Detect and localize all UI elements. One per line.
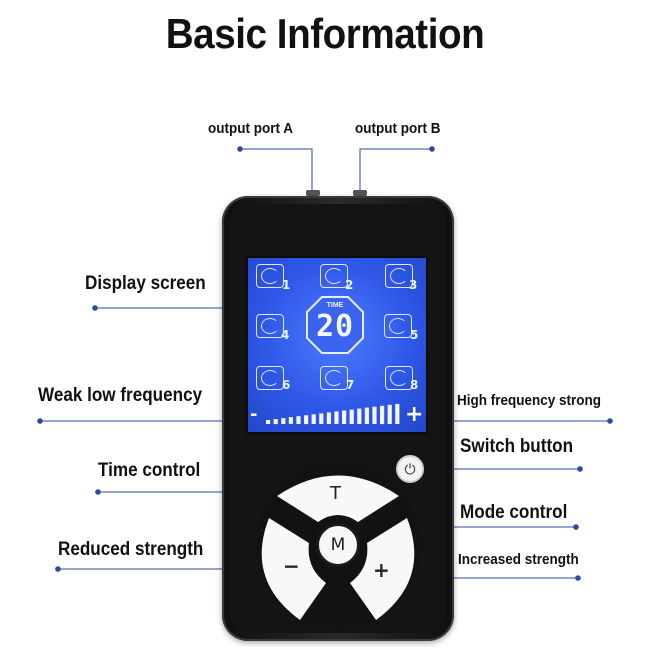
intensity-bar [342, 410, 347, 424]
mode-button-label: M [330, 535, 346, 555]
callout-dot [577, 466, 583, 472]
mode-1-icon [256, 264, 284, 288]
mode-2-icon [320, 264, 348, 288]
decrease-button-label: − [283, 554, 300, 578]
mode-number: 2 [345, 278, 354, 292]
mode-number: 8 [410, 378, 419, 392]
intensity-bar [311, 414, 316, 424]
intensity-bar [266, 420, 271, 424]
mode-5-icon [384, 314, 412, 338]
power-icon: ⏻ [404, 460, 416, 477]
time-value: 20 [315, 309, 355, 344]
increase-button[interactable] [350, 518, 415, 620]
intensity-minus-sign: - [250, 404, 258, 425]
intensity-bar [395, 403, 400, 424]
mode-number: 4 [281, 328, 290, 342]
timer-display: TIME 20 [306, 296, 364, 354]
output-port-a [306, 190, 320, 196]
mode-number: 5 [410, 328, 419, 342]
intensity-bar [288, 417, 293, 424]
mode-number: 7 [346, 378, 355, 392]
mode-4-icon [256, 314, 284, 338]
mode-number: 3 [409, 278, 418, 292]
intensity-bar [319, 413, 324, 424]
intensity-bar [387, 404, 392, 424]
mode-3-icon [385, 264, 413, 288]
time-button[interactable] [277, 475, 399, 523]
intensity-bar [372, 406, 377, 424]
intensity-bar [296, 416, 301, 424]
label-display-screen: Display screen [85, 273, 206, 294]
callout-dot [573, 524, 579, 530]
callout-dot [92, 305, 98, 311]
mode-number: 6 [282, 378, 291, 392]
decrease-button[interactable] [261, 518, 326, 620]
mode-6-icon [256, 366, 284, 390]
callout-dot [37, 418, 43, 424]
callout-dot [55, 566, 61, 572]
mode-8-icon [385, 366, 413, 390]
intensity-bar [364, 407, 369, 424]
label-increased-strength: Increased strength [458, 551, 579, 568]
intensity-bar [281, 418, 286, 424]
intensity-bar [273, 419, 278, 425]
callout-dot [95, 489, 101, 495]
label-reduced-strength: Reduced strength [58, 539, 204, 560]
callout-dot [237, 146, 243, 152]
intensity-bar [326, 412, 331, 424]
label-high-frequency-strong: High frequency strong [457, 392, 602, 409]
intensity-bar [334, 411, 339, 424]
intensity-bar [304, 415, 309, 425]
callout-dot [575, 575, 581, 581]
label-weak-low-frequency: Weak low frequency [38, 385, 203, 406]
time-label: TIME [326, 302, 344, 309]
increase-button-label: + [373, 558, 390, 582]
mode-button[interactable]: M [316, 523, 360, 567]
intensity-bar [349, 409, 354, 424]
callout-dot [429, 146, 435, 152]
mode-7-icon [320, 366, 348, 390]
callout-dot [607, 418, 613, 424]
label-time-control: Time control [98, 460, 201, 481]
intensity-plus-sign: + [405, 402, 424, 427]
label-output-port-b: output port B [355, 120, 441, 137]
label-mode-control: Mode control [460, 502, 568, 523]
intensity-bar [357, 408, 362, 424]
label-output-port-a: output port A [208, 120, 293, 137]
mode-number: 1 [282, 278, 291, 292]
output-port-b [353, 190, 367, 196]
power-button[interactable]: ⏻ [396, 455, 424, 483]
time-button-label: T [330, 483, 341, 504]
callout-line-port-b [359, 148, 432, 193]
page-title: Basic Information [165, 10, 485, 57]
intensity-bar [380, 405, 385, 425]
label-switch-button: Switch button [460, 436, 574, 457]
callout-line-port-a [240, 148, 313, 193]
